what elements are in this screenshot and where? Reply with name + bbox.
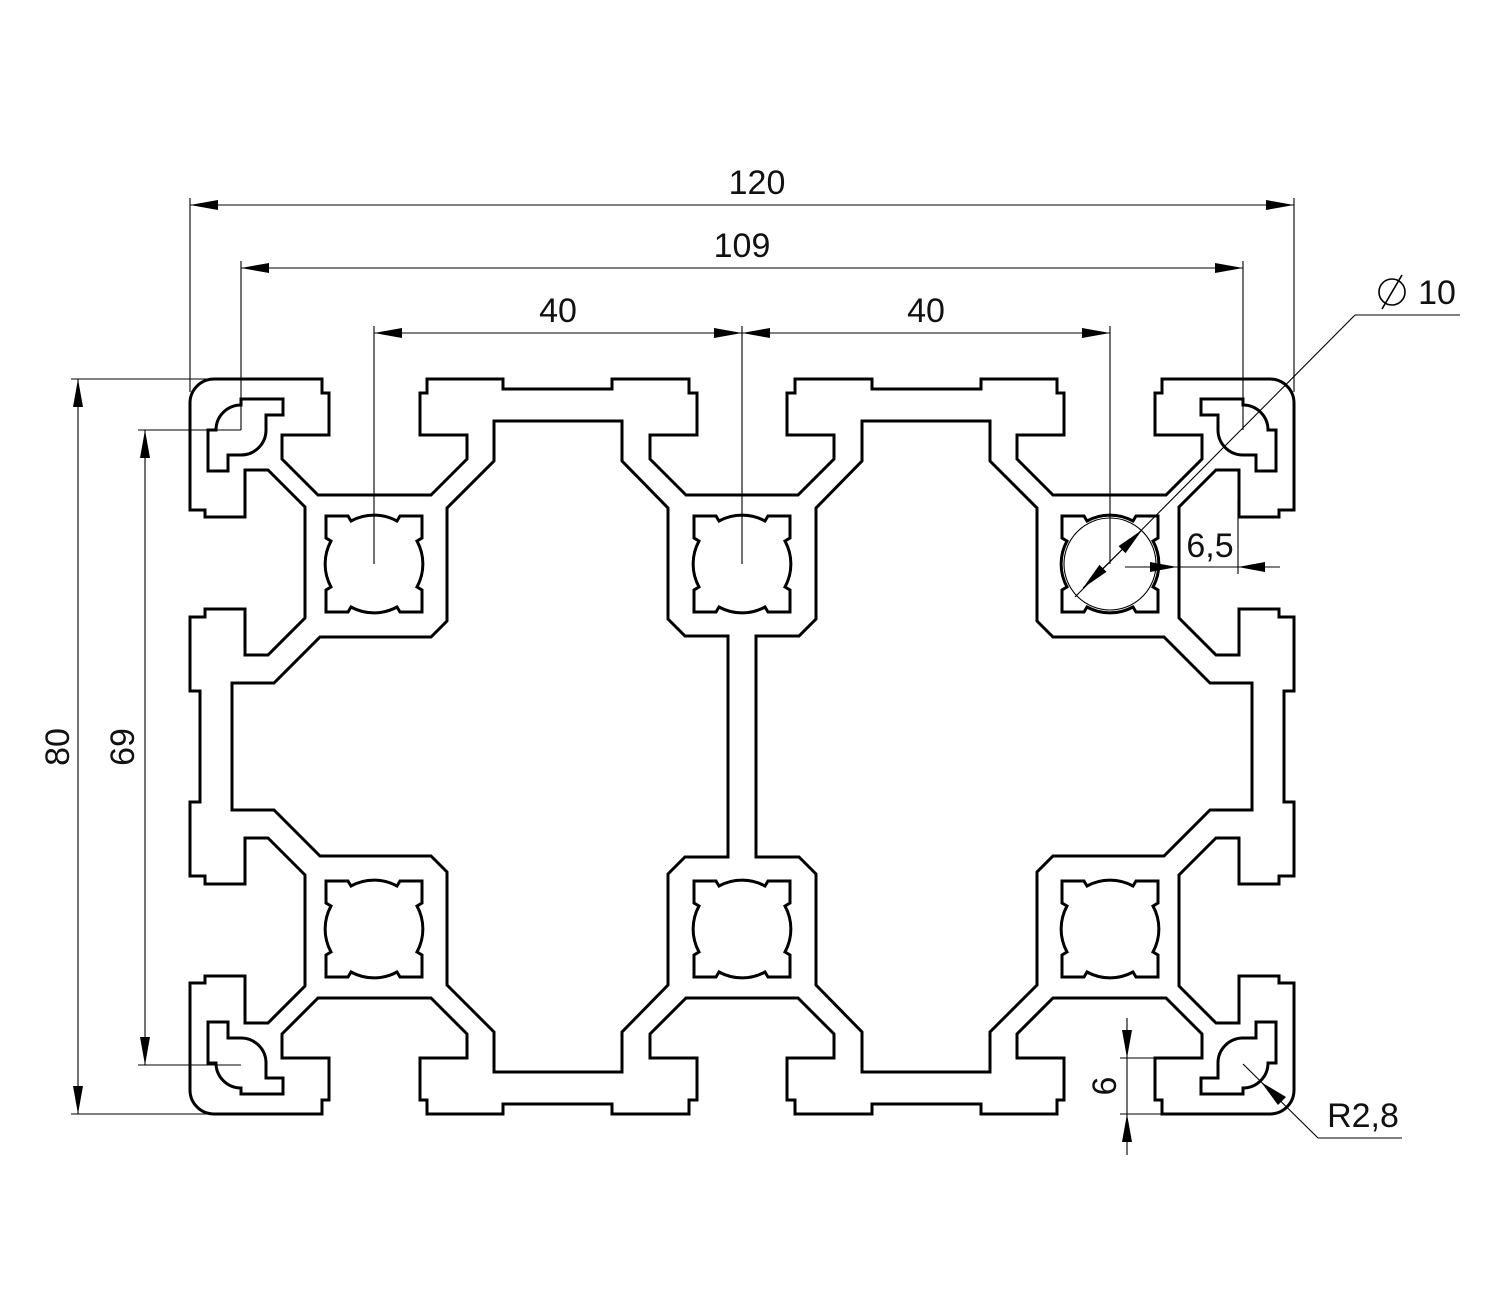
dimension-label-6: 6 (1086, 1077, 1124, 1096)
dimension-label-6-5: 6,5 (1186, 527, 1233, 565)
core-cell-bottom-right (1059, 878, 1161, 980)
dimension-pitch-left: 40 (374, 292, 742, 338)
diameter-symbol-icon (1378, 274, 1406, 310)
dimension-label-80: 80 (39, 728, 77, 766)
dimension-slot-center-height: 69 (104, 430, 150, 1065)
dimension-label-40-right: 40 (907, 292, 945, 330)
dimension-label-120: 120 (729, 164, 786, 202)
core-cell-bottom-left (323, 878, 425, 980)
dimension-label-diameter-10: 10 (1418, 274, 1456, 312)
core-cell-bottom-center (691, 878, 793, 980)
dimension-wall-thickness: 6 (1086, 1018, 1132, 1155)
dimension-overall-width: 120 (190, 164, 1294, 210)
dimension-overall-height: 80 (39, 379, 83, 1114)
dimension-pitch-right: 40 (742, 292, 1110, 338)
dimension-label-109: 109 (714, 227, 771, 265)
dimension-bore-diameter: 10 (1074, 274, 1460, 598)
dimension-label-r2-8: R2,8 (1327, 1097, 1399, 1135)
dimension-label-40-left: 40 (539, 292, 577, 330)
core-bore-cells (323, 513, 1161, 980)
dimension-label-69: 69 (104, 728, 142, 766)
dimension-corner-radius: R2,8 (1242, 1063, 1402, 1139)
dimension-slot-center-width: 109 (241, 227, 1243, 273)
extension-lines (71, 198, 1295, 1115)
dimension-slot-width: 6,5 (1125, 527, 1280, 572)
